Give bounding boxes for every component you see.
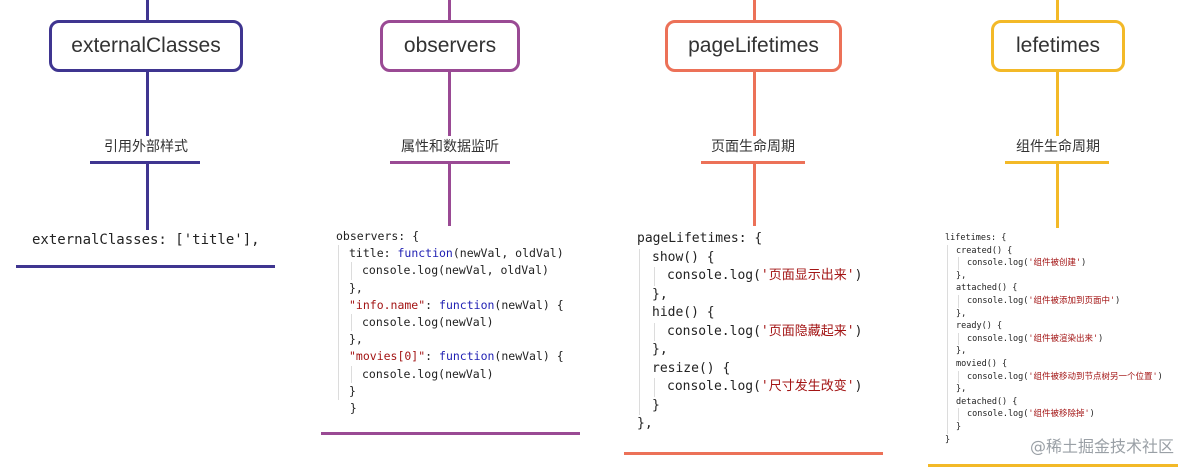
section-bottom-line bbox=[928, 464, 1178, 467]
node-title: lefetimes bbox=[1015, 34, 1101, 57]
code-line: } bbox=[945, 434, 951, 445]
connector-line-top bbox=[146, 0, 149, 20]
section-bottom-line bbox=[16, 265, 275, 268]
code-line: }, bbox=[349, 332, 363, 347]
code-line: lifetimes: { bbox=[945, 233, 1007, 243]
node-lefetimes: lefetimes bbox=[991, 20, 1125, 72]
code-line: }, bbox=[956, 308, 967, 319]
node-label: 属性和数据监听 bbox=[401, 139, 499, 155]
code-line: }, bbox=[349, 280, 363, 295]
code-observers: observers: { title: function(newVal, old… bbox=[336, 228, 564, 417]
section-bottom-line bbox=[321, 432, 580, 435]
code-line: observers: { bbox=[336, 229, 420, 243]
code-line: }, bbox=[956, 270, 967, 281]
code-line: "movies[0]": function(newVal) { bbox=[349, 349, 564, 364]
connector-line bbox=[146, 72, 149, 136]
code-line: }, bbox=[956, 384, 967, 395]
label-underline bbox=[90, 161, 200, 164]
code-line: } bbox=[349, 383, 356, 398]
connector-line bbox=[448, 72, 451, 136]
code-line: resize() { bbox=[652, 360, 731, 376]
connector-line bbox=[753, 72, 756, 136]
node-observers: observers bbox=[380, 20, 520, 72]
code-line: created() { bbox=[956, 245, 1013, 256]
code-line: console.log('页面隐藏起来') bbox=[654, 322, 862, 341]
code-line: hide() { bbox=[652, 305, 715, 320]
connector-line-top bbox=[448, 0, 451, 20]
code-line: console.log(newVal) bbox=[351, 314, 564, 332]
node-title: observers bbox=[403, 34, 497, 57]
connector-line-top bbox=[1056, 0, 1059, 20]
label-underline bbox=[1005, 161, 1109, 164]
code-line: show() { bbox=[652, 249, 715, 265]
node-label: 引用外部样式 bbox=[104, 139, 188, 155]
node-pagelifetimes: pageLifetimes bbox=[665, 20, 842, 72]
connector-line bbox=[1056, 164, 1059, 228]
section-bottom-line bbox=[624, 452, 883, 455]
code-line: } bbox=[652, 397, 660, 413]
code-line: console.log('组件被添加到页面中') bbox=[958, 294, 1163, 308]
code-line: attached() { bbox=[956, 283, 1018, 294]
code-line: console.log('组件被移动到节点树另一个位置') bbox=[958, 370, 1163, 384]
code-life: lifetimes: { created() { console.log('组件… bbox=[945, 232, 1163, 446]
label-underline bbox=[701, 161, 805, 164]
code-line: } bbox=[336, 401, 357, 416]
code-page: pageLifetimes: { show() { console.log('页… bbox=[637, 230, 862, 434]
connector-line-top bbox=[753, 0, 756, 20]
node-label: 页面生命周期 bbox=[711, 139, 795, 155]
code-line: console.log('组件被创建') bbox=[958, 257, 1163, 270]
node-title: externalClasses bbox=[71, 34, 221, 57]
code-line: movied() { bbox=[956, 358, 1008, 369]
connector-line bbox=[753, 164, 756, 226]
code-line: }, bbox=[652, 286, 668, 302]
code-line: console.log('组件被移除掉') bbox=[958, 408, 1163, 421]
code-line: console.log('组件被渲染出来') bbox=[958, 332, 1163, 346]
code-line: } bbox=[956, 421, 962, 432]
code-external: externalClasses: ['title'], bbox=[32, 232, 260, 248]
code-line: console.log('页面显示出来') bbox=[654, 267, 862, 286]
connector-line bbox=[448, 164, 451, 226]
code-line: console.log('尺寸发生改变') bbox=[654, 378, 862, 397]
connector-line bbox=[146, 164, 149, 230]
code-line: console.log(newVal, oldVal) bbox=[351, 262, 564, 280]
node-externalclasses: externalClasses bbox=[49, 20, 243, 72]
watermark: @稀土掘金技术社区 bbox=[1029, 437, 1174, 456]
code-line: title: function(newVal, oldVal) bbox=[349, 246, 564, 261]
node-title: pageLifetimes bbox=[688, 34, 819, 57]
code-line: }, bbox=[637, 416, 653, 431]
code-line: }, bbox=[652, 342, 668, 357]
code-line: ready() { bbox=[956, 321, 1003, 332]
code-line: }, bbox=[956, 346, 967, 357]
code-line: "info.name": function(newVal) { bbox=[349, 297, 564, 312]
node-label: 组件生命周期 bbox=[1016, 139, 1100, 155]
connector-line bbox=[1056, 72, 1059, 136]
label-underline bbox=[390, 161, 510, 164]
code-line: console.log(newVal) bbox=[351, 365, 564, 383]
code-line: pageLifetimes: { bbox=[637, 231, 763, 246]
code-line: detached() { bbox=[956, 396, 1018, 407]
